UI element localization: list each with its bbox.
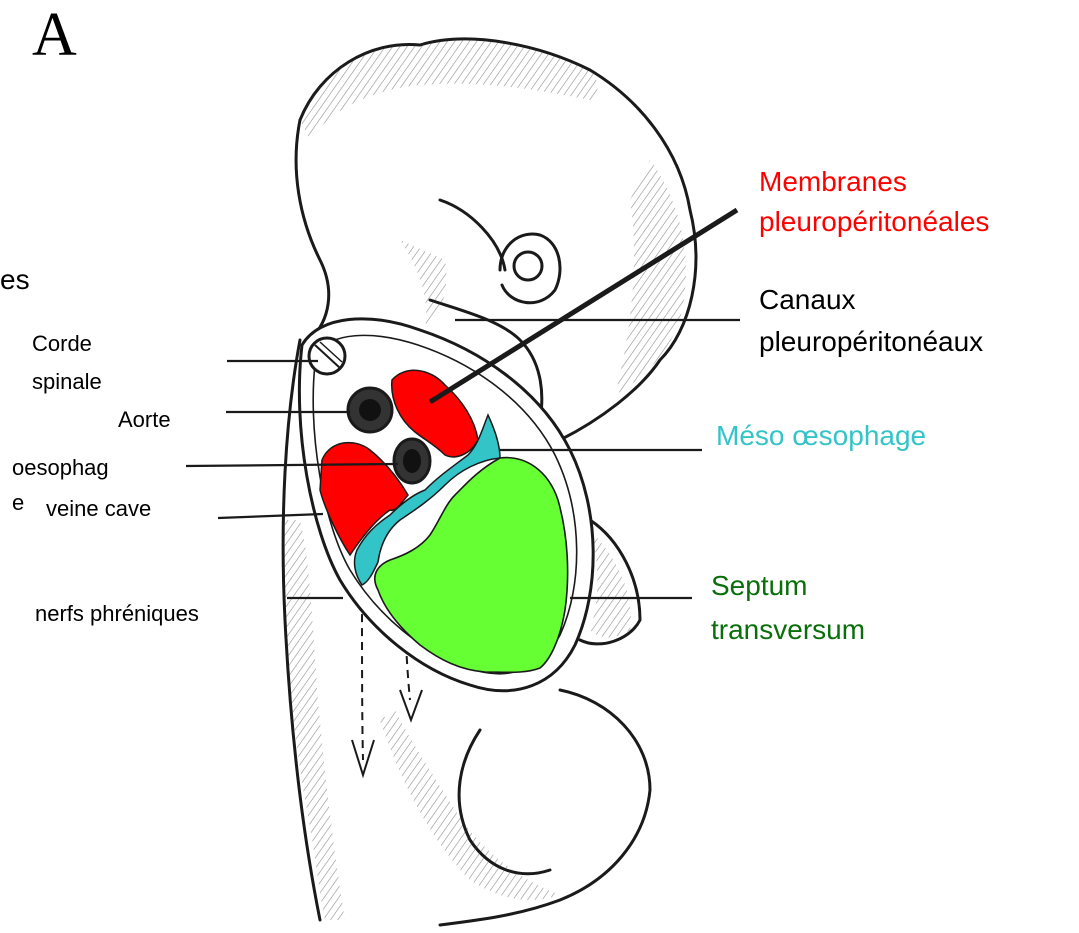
label-canaux-line2: pleuropéritonéaux [759, 326, 983, 359]
label-corde-line2: spinale [32, 369, 102, 395]
label-oesophage-line1: oesophag [12, 455, 109, 481]
label-veine-cave: veine cave [46, 496, 151, 522]
label-canaux-line1: Canaux [759, 284, 856, 317]
label-membranes-line1: Membranes [759, 166, 907, 199]
panel-letter: A [32, 4, 77, 66]
label-membranes-line2: pleuropéritonéales [759, 206, 989, 239]
aorta-shape [348, 388, 392, 432]
leader-veine-cave [218, 514, 323, 518]
oesophagus-shape [394, 439, 430, 483]
cropped-text-fragment: es [0, 264, 30, 297]
label-corde-line1: Corde [32, 331, 92, 357]
label-nerfs-phreniques: nerfs phréniques [35, 601, 199, 627]
embryo-chin [440, 200, 505, 270]
embryo-face [296, 120, 329, 340]
label-meso-oesophage: Méso œsophage [716, 420, 926, 453]
label-aorte: Aorte [118, 407, 171, 433]
embryo-eye-outer [500, 234, 560, 303]
spinal-cord-shape [309, 338, 345, 374]
label-septum-line2: transversum [711, 614, 865, 647]
embryo-eye-inner [514, 252, 542, 280]
label-septum-line1: Septum [711, 570, 808, 603]
label-oesophage-line2: e [12, 490, 24, 516]
